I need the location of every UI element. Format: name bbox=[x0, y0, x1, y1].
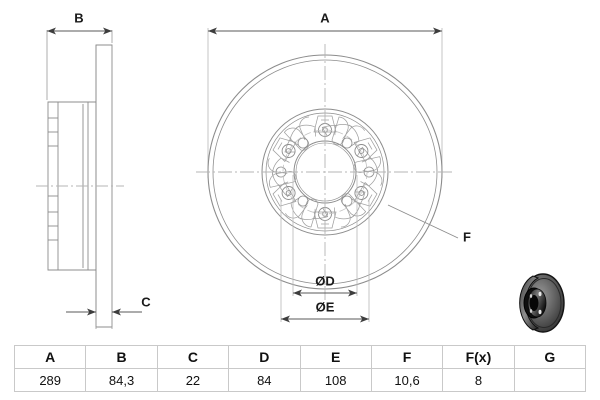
dimension-b-label: B bbox=[74, 10, 83, 25]
table-header-f: F bbox=[370, 345, 444, 369]
table-header-b: B bbox=[85, 345, 158, 369]
brake-disc-3d-thumbnail bbox=[519, 273, 565, 333]
leader-f: F bbox=[387, 204, 471, 244]
dimension-d: ØD bbox=[292, 175, 358, 297]
table-value-g bbox=[513, 368, 587, 392]
dimension-f-label: F bbox=[463, 229, 471, 244]
dimension-a-label: A bbox=[320, 10, 330, 25]
dimension-a: A bbox=[207, 10, 443, 178]
disc-hat-vane-pattern bbox=[262, 109, 388, 235]
specification-table: A B C D E F F(x) G 289 84,3 22 84 108 10… bbox=[13, 345, 587, 392]
table-value-row: 289 84,3 22 84 108 10,6 8 bbox=[13, 368, 587, 392]
table-value-c: 22 bbox=[156, 368, 230, 392]
table-value-fx: 8 bbox=[442, 368, 515, 392]
table-value-d: 84 bbox=[228, 368, 301, 392]
table-header-row: A B C D E F F(x) G bbox=[13, 345, 587, 369]
table-header-c: C bbox=[156, 345, 230, 369]
table-value-e: 108 bbox=[299, 368, 372, 392]
table-header-fx: F(x) bbox=[442, 345, 515, 369]
dimension-e-text: ØE bbox=[316, 299, 335, 314]
dimension-c-label: C bbox=[141, 294, 151, 309]
table-header-d: D bbox=[228, 345, 301, 369]
table-header-e: E bbox=[299, 345, 372, 369]
dimension-e: ØE bbox=[280, 200, 370, 323]
table-header-a: A bbox=[13, 345, 87, 369]
dimension-c: C bbox=[66, 294, 151, 329]
table-value-b: 84,3 bbox=[85, 368, 158, 392]
table-header-g: G bbox=[513, 345, 587, 369]
table-value-a: 289 bbox=[13, 368, 87, 392]
dimension-d-text: ØD bbox=[315, 273, 335, 288]
table-value-f: 10,6 bbox=[370, 368, 444, 392]
front-view-center-lines bbox=[196, 44, 454, 300]
pilot-holes bbox=[275, 137, 375, 207]
dimension-b: B bbox=[46, 10, 113, 100]
